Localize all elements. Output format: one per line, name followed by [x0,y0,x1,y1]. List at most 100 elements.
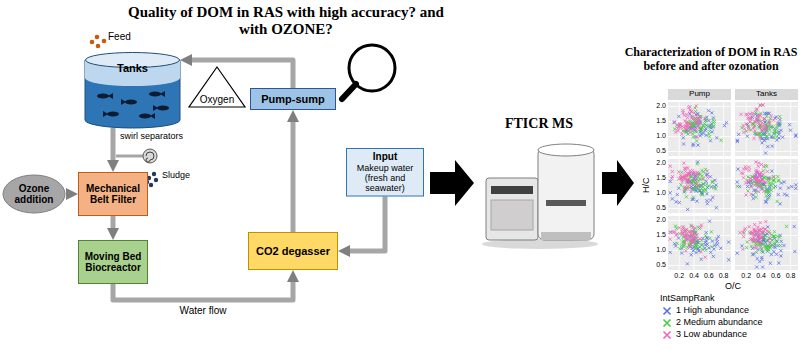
fticr-instrument [482,144,598,249]
input-box: InputMakeup water (fresh and seawater) [346,148,424,197]
feed-pellets [90,35,107,49]
tick-label: 0.4 [753,272,769,280]
facet-panel [668,216,731,270]
sludge-dot [149,183,153,187]
part-name: Feed [108,31,131,43]
fish-tail [150,113,155,119]
water-pipe [344,197,385,251]
tick-label: 1.5 [648,117,666,125]
tick-label: 2.0 [648,102,666,110]
legend-entry: 3 Low abundance [662,329,747,340]
tick-label: 1.5 [648,231,666,239]
magnet-band [546,200,586,206]
grid-line [668,265,731,266]
fish-body [149,92,161,97]
tick-label: 2.0 [648,216,666,224]
feed-pellet [96,44,101,49]
tick-label: 0.5 [648,147,666,155]
tick-label: 0.2 [738,272,754,280]
sludge-dot [152,172,156,176]
console-panel [491,186,533,194]
console-door [491,200,533,230]
fish [103,111,119,117]
grid-line [735,208,798,209]
tick-label: 0.6 [768,272,784,280]
oxygen-triangle: Oxygen [188,66,246,108]
fish-tail [121,99,126,105]
water-pipe [186,60,293,88]
fish-body [107,112,119,117]
panel-title: Characterization of DOM in RAS before an… [618,46,804,74]
water-pipe [66,192,72,197]
node-label: Mechanical Belt Filter [82,183,144,206]
legend-label: 2 Medium abundance [676,317,763,327]
scatter-points [673,104,707,138]
console [486,178,538,240]
node-label: Pump-sump [261,93,325,106]
swirl-separator [116,149,157,163]
grid-line [668,106,731,107]
grid-line [746,102,747,156]
fish [153,105,169,111]
facet-strip-label: Pump [668,89,731,98]
magnifier-lens [349,45,395,91]
triangle-outline [189,67,245,107]
tick-label: 1.5 [648,174,666,182]
grid-line [668,208,731,209]
tick-label: 1.0 [648,189,666,197]
tick-label: 0.6 [701,272,717,280]
tick-label: 1.0 [648,246,666,254]
tank-water [85,60,180,128]
facet-panel [668,102,731,156]
grid-line [735,265,798,266]
tank: Tanks [85,52,180,128]
scatter-points [738,220,772,251]
water-pipe [111,128,116,166]
node-label: Oxygen [200,94,234,106]
scatter-points [740,160,776,196]
fish-body [97,94,109,99]
axis-title: H/C [641,175,651,195]
feed-pellet [90,40,95,45]
tick-label: 0.5 [648,261,666,269]
block-arrow [430,160,474,206]
part-name: swirl separators [120,131,183,141]
water-pipe [111,216,116,234]
flow-label: Water flow [178,305,229,317]
scatter-points [736,225,797,269]
fish-body [157,106,169,111]
feed-pellet [95,35,100,40]
fish-body [125,100,137,105]
fish-tail [103,111,108,117]
grid-line [735,106,798,107]
magnet-top [538,144,594,156]
legend-label: 1 High abundance [676,305,749,315]
fish [139,113,155,119]
block-arrow [602,160,634,206]
node-label: Tanks [117,62,148,75]
axis-title: O/C [703,281,763,291]
tick-label: 0.8 [716,272,732,280]
node-label: Moving Bed Biocreactor [82,251,144,274]
legend-cross [664,319,671,326]
tick-label: 1.0 [648,132,666,140]
process-box: CO2 degasser [248,232,338,270]
grid-line [679,216,680,270]
facet-plot [668,89,798,270]
tick-label: 2.0 [648,159,666,167]
scatter-points [669,160,718,211]
grid-line [735,163,798,164]
instrument-name: FTICR MS [479,116,599,132]
tick-label: 0.8 [783,272,799,280]
grid-line [790,216,791,270]
sludge-dot [154,178,158,182]
facet-panel [668,159,731,213]
grid-line [723,216,724,270]
legend-cross [664,331,671,338]
legend-swatch [662,318,672,328]
fish [121,99,137,105]
grid-line [723,102,724,156]
facet-panel [735,159,798,213]
fish-tail [153,105,158,111]
box-outline [347,149,424,197]
